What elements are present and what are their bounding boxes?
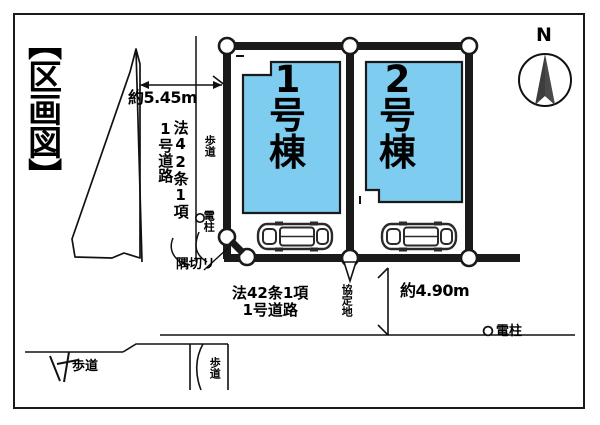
dimension-arrow-left	[140, 81, 149, 89]
dimension-tick-right-bottom	[377, 324, 389, 336]
corner-cut-label: 隅切リ	[176, 257, 216, 272]
agreement-land-pointer	[342, 261, 358, 284]
sidewalk-label-upper: 歩道	[203, 135, 217, 157]
building-1-label: 1 号 棟	[269, 58, 306, 174]
dimension-label-top: 約5.45m	[128, 88, 198, 107]
road-label-left: 法42条1項 1号道路	[156, 120, 190, 219]
dimension-tick-right-top	[377, 267, 389, 279]
survey-point-nw	[217, 36, 237, 56]
sidewalk-leader-stroke-1	[49, 355, 61, 382]
compass-north-label: N	[536, 24, 552, 46]
dimension-label-right: 約4.90m	[400, 281, 470, 300]
survey-point-se	[459, 248, 479, 268]
utility-pole-marker-right	[482, 325, 494, 337]
utility-pole-label-right: 電柱	[496, 324, 523, 339]
car-icon-parking-1	[256, 221, 334, 252]
road-label-bottom-line1: 法42条1項	[232, 284, 309, 302]
utility-pole-marker-upper	[194, 212, 206, 224]
agreement-land-label: 協定地	[340, 284, 354, 317]
page-title: 【区画図】	[21, 26, 62, 191]
compass-rose	[518, 53, 572, 107]
sidewalk-curve-bottom-mid	[195, 343, 204, 391]
sidewalk-label-bottom-left: 歩道	[72, 359, 99, 374]
sidewalk-corner-bottom-left	[122, 343, 190, 353]
sidewalk-leader-stroke-3	[63, 351, 70, 383]
corner-cut-leader	[203, 247, 229, 271]
building-2-footprint	[364, 60, 464, 204]
building-2-label: 2 号 棟	[379, 58, 416, 174]
sidewalk-label-bottom-mid: 歩道	[208, 357, 222, 379]
survey-point-ne	[459, 36, 479, 56]
neighbour-plot-edge	[135, 48, 143, 263]
utility-pole-label-upper: 電柱	[202, 210, 216, 232]
road-edge-helper	[228, 338, 575, 344]
dimension-arrow-right	[213, 81, 222, 89]
image-border-frame	[13, 13, 585, 409]
sidewalk-curve-upper	[195, 231, 208, 263]
car-icon-parking-2	[380, 221, 458, 252]
survey-point-n-mid	[340, 36, 360, 56]
corner-cut-diagonal	[228, 238, 246, 256]
neighbour-plot-wedge	[71, 48, 141, 259]
sidewalk-curve-corner	[170, 237, 191, 266]
road-label-bottom-line2: 1号道路	[242, 300, 298, 319]
building-1-footprint	[241, 60, 342, 215]
